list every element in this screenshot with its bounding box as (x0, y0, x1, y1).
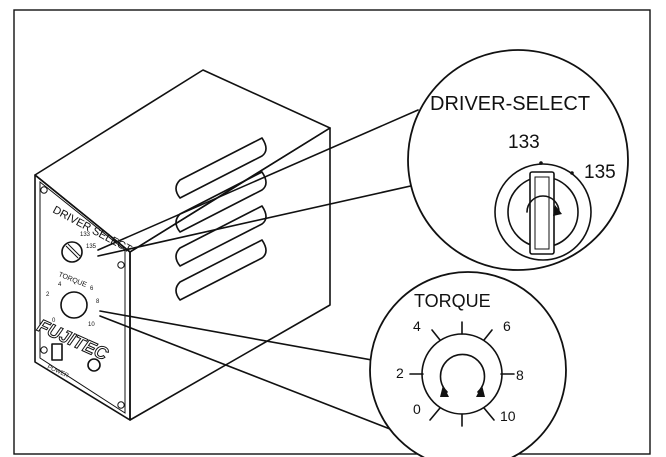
screw (40, 346, 48, 354)
controller-box: DRIVER SELECT 133 135 TORQUE 2 4 6 8 0 1… (34, 69, 331, 421)
callout-leaders (97, 109, 445, 451)
svg-text:0: 0 (52, 318, 56, 324)
screw (117, 261, 125, 269)
position-135-label: 135 (584, 162, 616, 183)
panel-torque-scale: 2 4 6 8 0 10 (46, 282, 100, 328)
svg-text:4: 4 (58, 282, 62, 288)
torque-dial (409, 321, 515, 427)
driver-select-dial (494, 163, 592, 261)
driver-select-knob[interactable] (61, 241, 83, 263)
torque-bubble (369, 271, 567, 457)
box-front-face (34, 174, 131, 421)
svg-text:2: 2 (396, 365, 404, 381)
dial-outer-ring (494, 163, 592, 261)
vent-slots (175, 137, 267, 301)
svg-text:4: 4 (413, 318, 421, 334)
screw (117, 401, 125, 409)
dial-slot (529, 171, 555, 255)
svg-text:6: 6 (90, 286, 94, 292)
position-133-label: 133 (508, 132, 540, 153)
svg-text:10: 10 (88, 322, 95, 328)
svg-text:10: 10 (500, 408, 516, 424)
svg-text:8: 8 (516, 367, 524, 383)
screw (40, 186, 48, 194)
driver-select-title: DRIVER-SELECT (430, 93, 590, 115)
panel-mark-135: 135 (86, 244, 97, 250)
torque-callout: TORQUE 0 2 4 6 8 10 (369, 271, 567, 457)
image-frame (13, 9, 651, 455)
panel-torque-label: TORQUE (57, 271, 88, 289)
brand-logo: FUJITEC (34, 315, 112, 364)
power-switch[interactable] (51, 343, 63, 361)
panel-mark-133: 133 (80, 232, 91, 238)
svg-text:0: 0 (413, 401, 421, 417)
power-label: POWER (46, 364, 70, 379)
svg-text:2: 2 (46, 292, 50, 298)
indicator-lamp (87, 358, 101, 372)
rotate-arrow-icon (526, 195, 560, 213)
svg-text:8: 8 (96, 299, 100, 305)
torque-scale-labels: 0 2 4 6 8 10 (396, 318, 524, 424)
torque-knob[interactable] (60, 291, 88, 319)
torque-title: TORQUE (414, 291, 491, 311)
driver-select-callout: DRIVER-SELECT 133 135 (407, 49, 629, 271)
svg-text:6: 6 (503, 318, 511, 334)
front-panel-border (39, 180, 126, 414)
torque-rotate-arrow-icon (439, 353, 486, 393)
driver-select-bubble (407, 49, 629, 271)
